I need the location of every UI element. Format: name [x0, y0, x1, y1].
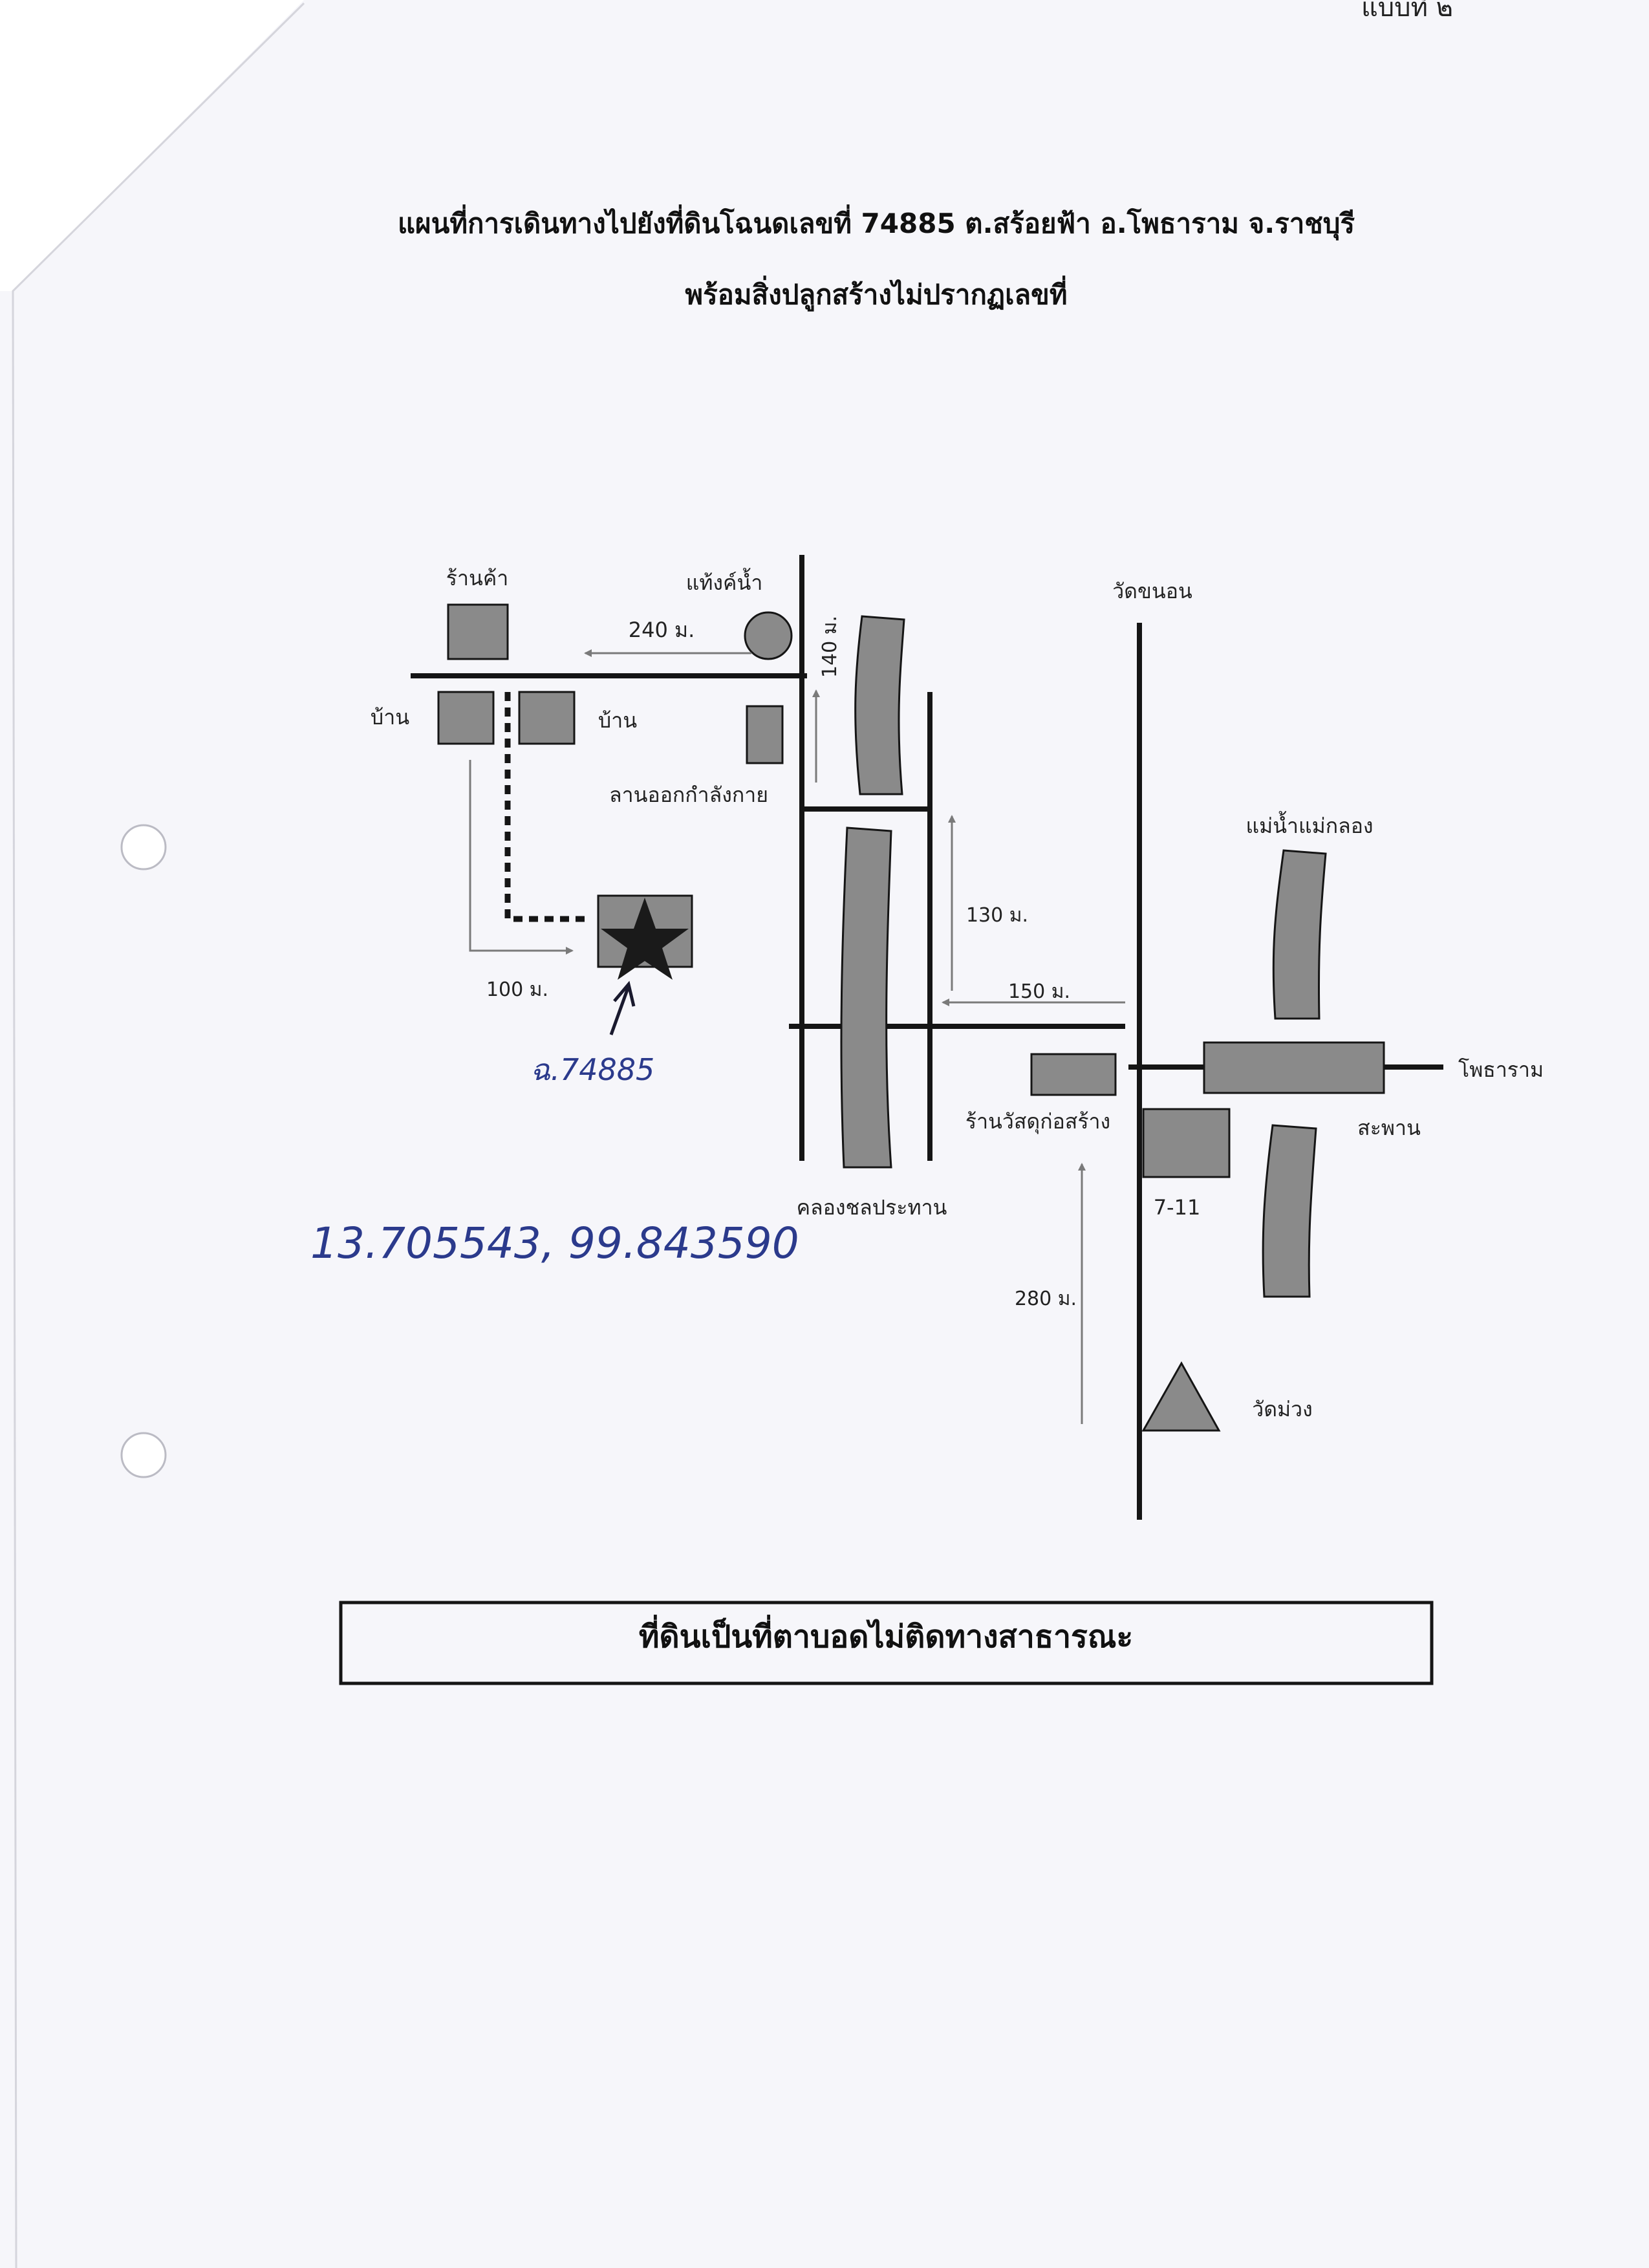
handwritten-coordinates: 13.705543, 99.843590: [310, 1218, 799, 1268]
house-right-block: [518, 691, 576, 745]
label-irrigation-canal: คลองชลประทาน: [797, 1195, 947, 1220]
distance-arrows: [469, 649, 1125, 1424]
map-title-line1: แผนที่การเดินทางไปยังที่ดินโฉนดเลขที่ 74…: [398, 204, 1355, 241]
star-icon: [601, 898, 689, 980]
label-280m: 280 ม.: [1015, 1288, 1077, 1310]
river-segment-upper: [1272, 849, 1327, 1020]
folded-corner: [0, 0, 304, 291]
label-shop: ร้านค้า: [446, 566, 508, 590]
triangle-icon: [1141, 1361, 1221, 1432]
punch-hole-bottom: [120, 1432, 167, 1478]
river-segment-lower: [1262, 1124, 1317, 1298]
form-number: แบบที่ ๒: [1361, 0, 1453, 23]
house-left-block: [437, 691, 495, 745]
label-exercise-yard: ลานออกกำลังกาย: [609, 783, 768, 807]
shop-block: [447, 603, 509, 660]
label-temple-muang: วัดม่วง: [1252, 1397, 1312, 1421]
handwritten-pointer-head: [613, 980, 636, 1007]
canal-segment-upper: [854, 615, 905, 795]
label-240m: 240 ม.: [629, 618, 695, 642]
exercise-yard-block: [746, 705, 784, 764]
bridge-block: [1203, 1041, 1385, 1094]
water-tank-circle: [744, 611, 793, 660]
punch-hole-top: [120, 824, 167, 870]
label-130m: 130 ม.: [966, 904, 1028, 927]
page-edge-line: [12, 2, 305, 2268]
label-hardware-store: ร้านวัสดุก่อสร้าง: [965, 1109, 1110, 1134]
label-100m: 100 ม.: [486, 978, 548, 1001]
label-house-left: บ้าน: [371, 705, 409, 729]
arrow-100m: [469, 760, 574, 955]
label-bridge: สะพาน: [1357, 1116, 1421, 1140]
label-seven-eleven: 7-11: [1154, 1195, 1201, 1220]
place-labels: ร้านค้า แท้งค์น้ำ บ้าน บ้าน ลานออกกำลังก…: [371, 566, 1544, 1421]
buildings: [437, 603, 1385, 1178]
map-title-line2: พร้อมสิ่งปลูกสร้างไม่ปรากฏเลขที่: [685, 275, 1067, 312]
seven-eleven-block: [1142, 1108, 1231, 1178]
waterways: [840, 615, 1327, 1298]
canal-segment-lower: [840, 826, 892, 1169]
notice-text: ที่ดินเป็นที่ตาบอดไม่ติดทางสาธารณะ: [639, 1614, 1133, 1655]
label-150m: 150 ม.: [1008, 980, 1070, 1003]
label-photharam: โพธาราม: [1458, 1057, 1544, 1082]
handwritten-pointer: [609, 986, 630, 1035]
hardware-store-block: [1030, 1053, 1117, 1096]
notice-box: [339, 1601, 1434, 1685]
label-140m: 140 ม.: [819, 616, 841, 678]
access-path-dotted: [504, 692, 590, 922]
label-temple-khanon: วัดขนอน: [1112, 579, 1192, 603]
handwritten-deed-label: ฉ.74885: [530, 1052, 654, 1087]
label-house-right: บ้าน: [598, 708, 637, 733]
label-water-tank: แท้งค์น้ำ: [686, 568, 763, 595]
label-mae-klong-river: แม่น้ำแม่กลอง: [1245, 811, 1373, 838]
